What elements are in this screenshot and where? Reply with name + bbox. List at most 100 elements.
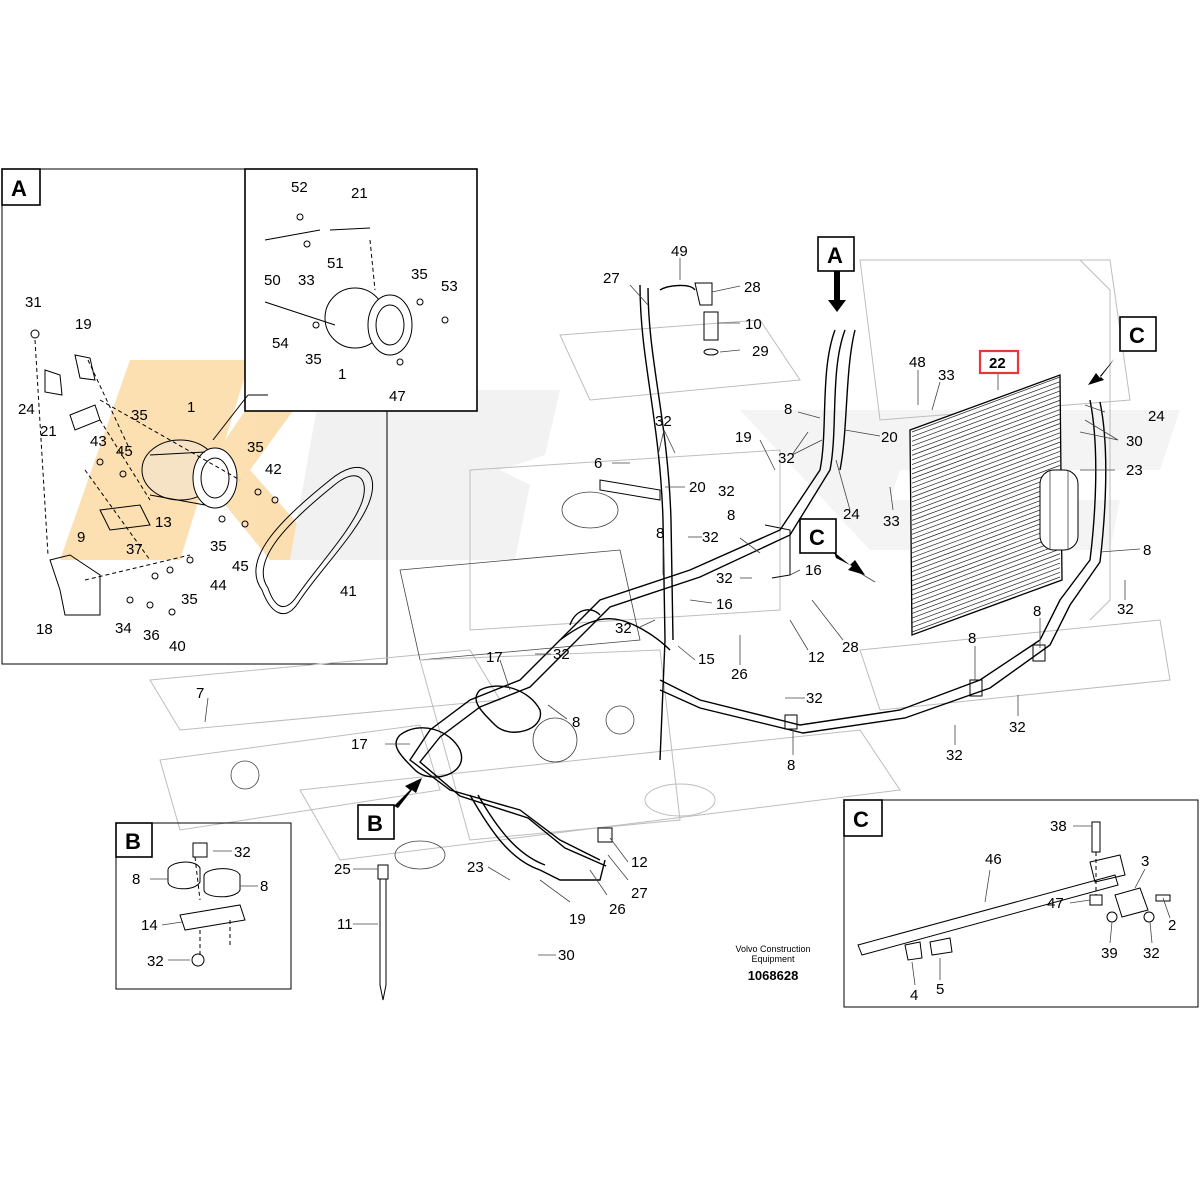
label-c4: 4	[910, 987, 918, 1004]
label-m24b: 24	[1148, 408, 1165, 425]
label-m27b: 27	[631, 885, 648, 902]
condenser-fin	[911, 483, 1061, 540]
label-m32c: 32	[702, 529, 719, 546]
main-labels: 27 49 28 10 29 32 6 20 19 32 8 32 8 32 1…	[196, 243, 1165, 964]
condenser-fin	[911, 441, 1061, 498]
label-m33b: 33	[883, 513, 900, 530]
label-m6: 6	[594, 455, 602, 472]
label-a41: 41	[340, 583, 357, 600]
condenser-fin	[911, 395, 1061, 451]
highlight-22: 22	[978, 349, 1020, 375]
label-m11: 11	[337, 916, 353, 933]
label-m32b: 32	[718, 483, 735, 500]
label-a1: 1	[187, 399, 195, 416]
label-a37: 37	[126, 541, 143, 558]
condenser-fin	[911, 451, 1061, 507]
label-m19b: 19	[569, 911, 586, 928]
label-m8f: 8	[1033, 603, 1041, 620]
label-a18: 18	[36, 621, 53, 638]
callout-a-main: A	[827, 243, 843, 268]
callout-c-main2: C	[809, 525, 825, 550]
label-c5: 5	[936, 981, 944, 998]
label-a35b: 35	[247, 439, 264, 456]
label-m32f: 32	[553, 646, 570, 663]
condenser-fin	[911, 418, 1061, 475]
label-m26b: 26	[609, 901, 626, 918]
condenser-fin	[911, 516, 1061, 572]
condenser-fin	[911, 562, 1061, 619]
condenser-fin	[911, 544, 1061, 600]
label-a44: 44	[210, 577, 227, 594]
condenser-fin	[911, 455, 1061, 512]
label-b32a: 32	[234, 844, 251, 861]
label-c46: 46	[985, 851, 1002, 868]
label-i47: 47	[389, 388, 406, 405]
label-a35d: 35	[181, 591, 198, 608]
label-m16b: 16	[805, 562, 822, 579]
label-c38: 38	[1050, 818, 1067, 835]
label-a42: 42	[265, 461, 282, 478]
label-m19a: 19	[735, 429, 752, 446]
label-m7: 7	[196, 685, 204, 702]
label-m25: 25	[334, 861, 351, 878]
condenser-fin	[911, 423, 1061, 479]
label-m20b: 20	[881, 429, 898, 446]
label-c3: 3	[1141, 853, 1149, 870]
label-m32e: 32	[615, 620, 632, 637]
label-a21: 21	[40, 423, 57, 440]
label-m23b: 23	[1126, 462, 1143, 479]
label-m8g: 8	[1143, 542, 1151, 559]
label-m48: 48	[909, 354, 926, 371]
label-m8h: 8	[784, 401, 792, 418]
label-i54: 54	[272, 335, 289, 352]
label-m27a: 27	[603, 270, 620, 287]
label-a35a: 35	[131, 407, 148, 424]
label-a45b: 45	[232, 558, 249, 575]
condenser-fin	[911, 432, 1061, 489]
label-i50: 50	[264, 272, 281, 289]
condenser-fin	[911, 469, 1061, 526]
label-i52: 52	[291, 179, 308, 196]
label-m8e: 8	[968, 630, 976, 647]
label-m8d: 8	[787, 757, 795, 774]
detail-box-a: A	[1, 168, 478, 665]
label-m22: 22	[989, 355, 1006, 372]
footer-text: Volvo Construction Equipment 1068628	[735, 944, 810, 983]
label-m29: 29	[752, 343, 769, 360]
label-m20a: 20	[689, 479, 706, 496]
condenser-fin	[911, 506, 1061, 563]
condenser-fin	[911, 502, 1061, 558]
condenser-fin	[911, 437, 1061, 493]
condenser-fin	[911, 465, 1061, 521]
condenser	[909, 374, 1079, 636]
label-a19: 19	[75, 316, 92, 333]
label-m17a: 17	[486, 649, 503, 666]
box-a-labels: 1 19 31 24 21 43 45 35 35 42 13 9 37 44 …	[18, 179, 458, 655]
condenser-fin	[911, 558, 1061, 614]
label-c47: 47	[1047, 895, 1064, 912]
condenser-fin	[911, 553, 1061, 610]
main-callouts: A C C B	[357, 236, 1157, 840]
label-m23a: 23	[467, 859, 484, 876]
label-c39: 39	[1101, 945, 1118, 962]
label-i53: 53	[441, 278, 458, 295]
label-m32j: 32	[1117, 601, 1134, 618]
label-m32a: 32	[655, 413, 672, 430]
label-m17b: 17	[351, 736, 368, 753]
condenser-fin	[911, 548, 1061, 605]
belt-drawing	[255, 467, 374, 614]
condenser-fin	[911, 427, 1061, 484]
condenser-fin	[911, 413, 1061, 470]
condenser-fin	[911, 474, 1061, 531]
label-m32d: 32	[716, 570, 733, 587]
footer-drawing-code: 1068628	[748, 968, 799, 983]
condenser-fin	[911, 572, 1061, 628]
label-a43: 43	[90, 433, 107, 450]
condenser-fin	[911, 525, 1061, 582]
compressor-drawing	[141, 439, 238, 509]
callout-c-box: C	[853, 807, 869, 832]
label-m32k: 32	[778, 450, 795, 467]
condenser-fin	[911, 409, 1061, 465]
label-i33: 33	[298, 272, 315, 289]
label-a36: 36	[143, 627, 160, 644]
